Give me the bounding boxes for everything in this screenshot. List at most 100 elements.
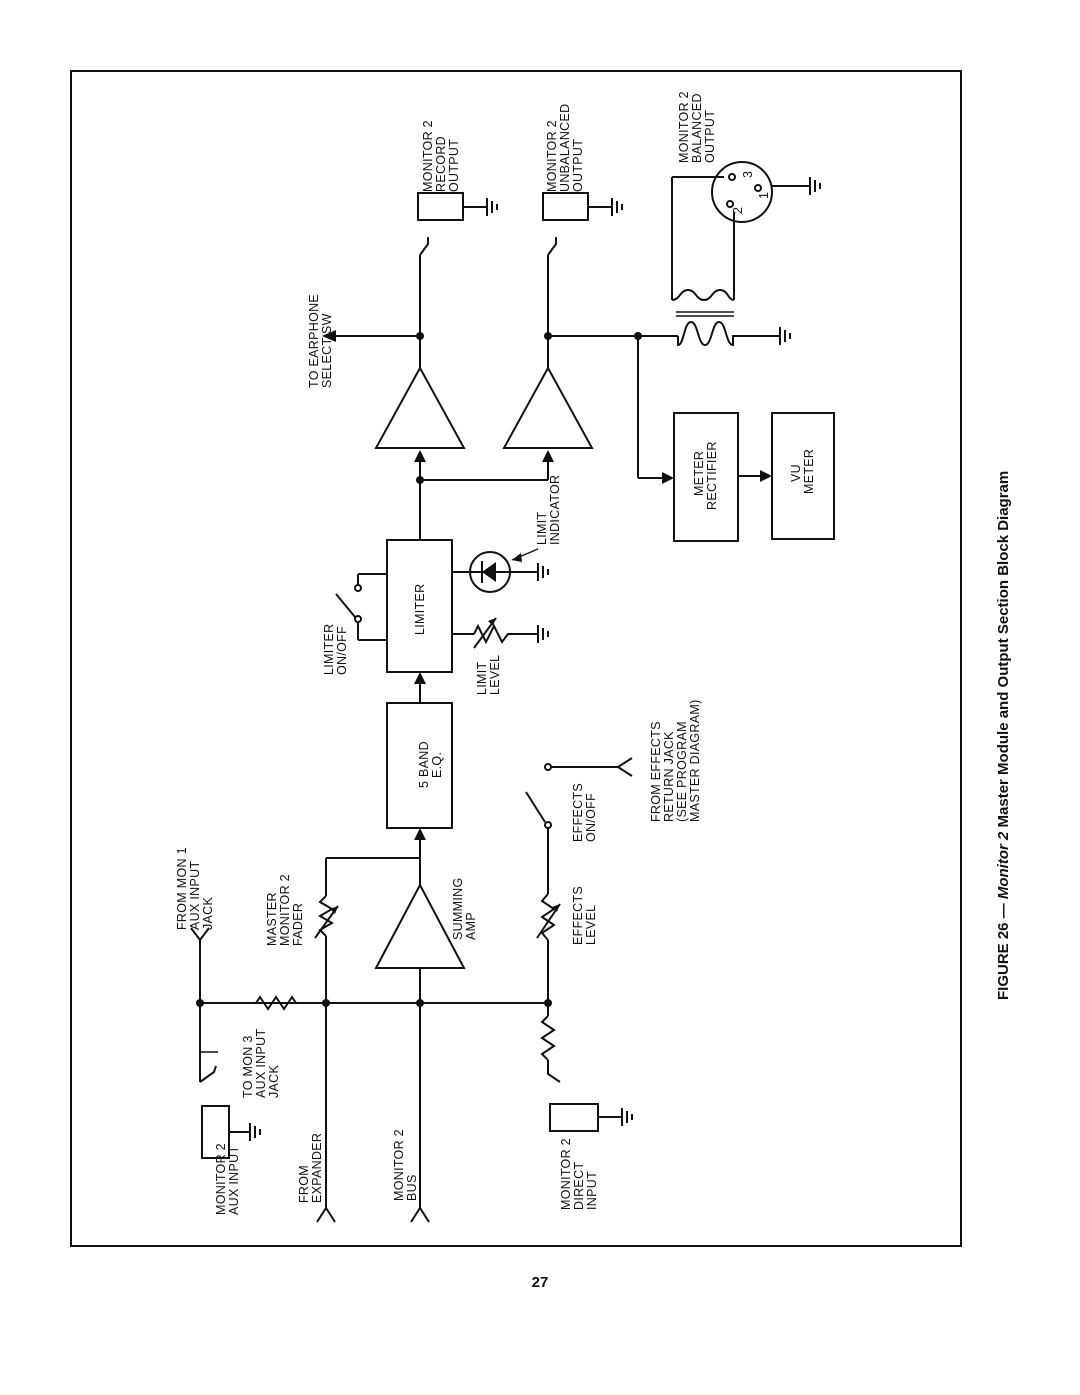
vu-meter-block	[771, 412, 835, 540]
svg-text:EFFECTS: EFFECTS	[571, 783, 585, 842]
xlr-pin-3: 3	[741, 171, 755, 178]
ground-icon	[474, 197, 498, 217]
svg-text:OUTPUT: OUTPUT	[447, 139, 461, 192]
svg-text:BUS: BUS	[405, 1174, 419, 1201]
direct-input-block	[549, 1103, 599, 1132]
ground-icon	[525, 562, 549, 582]
svg-text:ON/OFF: ON/OFF	[335, 626, 349, 675]
label-master-fader: MASTER MONITOR 2 FADER	[265, 874, 305, 946]
svg-text:INPUT: INPUT	[585, 1171, 599, 1210]
ground-icon	[599, 197, 623, 217]
ground-icon	[525, 624, 549, 644]
label-limiter-onoff: LIMITER ON/OFF	[322, 624, 349, 675]
ground-icon	[237, 1122, 261, 1142]
output-jack-symbol	[199, 1065, 217, 1083]
svg-text:1: 1	[757, 192, 771, 199]
svg-text:MONITOR 2: MONITOR 2	[278, 874, 292, 946]
limit-level-pot	[473, 623, 526, 645]
diagram-frame	[70, 70, 962, 1247]
effects-level-pot	[540, 893, 556, 941]
label-limit-level: LIMIT LEVEL	[475, 655, 502, 695]
transformer-primary	[677, 320, 768, 347]
svg-text:INDICATOR: INDICATOR	[548, 475, 562, 545]
svg-text:UNBALANCED: UNBALANCED	[558, 104, 572, 192]
svg-text:FADER: FADER	[291, 903, 305, 946]
label-effects-level: EFFECTS LEVEL	[571, 886, 598, 945]
svg-text:E.Q.: E.Q.	[430, 752, 444, 778]
svg-text:METER: METER	[692, 451, 706, 496]
svg-text:LIMITER: LIMITER	[322, 624, 336, 675]
svg-text:AUX INPUT: AUX INPUT	[254, 1029, 268, 1098]
ground-icon	[767, 326, 791, 346]
svg-text:EXPANDER: EXPANDER	[310, 1133, 324, 1203]
svg-text:MONITOR 2: MONITOR 2	[545, 120, 559, 192]
svg-text:OUTPUT: OUTPUT	[571, 139, 585, 192]
svg-text:LIMITER: LIMITER	[413, 584, 427, 635]
label-aux-input: MONITOR 2 AUX INPUT	[214, 1143, 241, 1215]
figure-caption: FIGURE 26 — Monitor 2 Master Module and …	[995, 470, 1012, 1000]
summing-amp	[374, 882, 466, 969]
svg-text:AUX INPUT: AUX INPUT	[188, 861, 202, 930]
svg-text:AUX INPUT: AUX INPUT	[227, 1146, 241, 1215]
input-jack-symbol	[190, 927, 210, 942]
svg-text:FROM MON 1: FROM MON 1	[175, 847, 189, 930]
svg-text:SELECT SW: SELECT SW	[320, 313, 334, 388]
svg-text:AMP: AMP	[464, 912, 478, 940]
label-record-output: MONITOR 2 RECORD OUTPUT	[421, 120, 461, 192]
bus-input-symbol	[410, 1206, 430, 1223]
svg-text:MONITOR 2: MONITOR 2	[559, 1138, 573, 1210]
svg-text:ON/OFF: ON/OFF	[584, 793, 598, 842]
svg-text:MONITOR 2: MONITOR 2	[214, 1143, 228, 1215]
limiter-switch	[335, 593, 356, 618]
transformer-secondary	[671, 288, 735, 302]
unbalanced-output-block	[542, 192, 589, 221]
label-unbalanced-output: MONITOR 2 UNBALANCED OUTPUT	[545, 104, 585, 192]
svg-text:RECORD: RECORD	[434, 136, 448, 192]
label-earphone: TO EARPHONE SELECT SW	[307, 294, 334, 388]
svg-text:OUTPUT: OUTPUT	[703, 110, 717, 163]
svg-text:RETURN JACK: RETURN JACK	[662, 731, 676, 822]
label-effects-return: FROM EFFECTS RETURN JACK (SEE PROGRAM MA…	[649, 699, 702, 822]
page-number: 27	[531, 1274, 549, 1291]
record-output-block	[417, 192, 464, 221]
effects-switch	[525, 791, 546, 823]
label-limit-indicator: LIMIT INDICATOR	[535, 475, 562, 545]
svg-text:SUMMING: SUMMING	[451, 877, 465, 940]
svg-text:3: 3	[741, 171, 755, 178]
ground-icon	[609, 1107, 633, 1127]
label-limiter: LIMITER	[413, 584, 427, 635]
expander-input-symbol	[316, 1206, 336, 1223]
svg-text:RECTIFIER: RECTIFIER	[705, 441, 719, 510]
bus-resistor	[200, 995, 326, 1011]
label-from-expander: FROM EXPANDER	[297, 1133, 324, 1203]
svg-text:MONITOR 2: MONITOR 2	[421, 120, 435, 192]
record-amp	[374, 365, 466, 449]
label-direct-input: MONITOR 2 DIRECT INPUT	[559, 1138, 599, 1210]
svg-text:FROM: FROM	[297, 1165, 311, 1203]
svg-text:MONITOR 2: MONITOR 2	[392, 1129, 406, 1201]
svg-text:JACK: JACK	[267, 1064, 281, 1098]
svg-text:LEVEL: LEVEL	[488, 655, 502, 695]
direct-input-resistor	[540, 1015, 556, 1061]
svg-text:EFFECTS: EFFECTS	[571, 886, 585, 945]
label-balanced-output: MONITOR 2 BALANCED OUTPUT	[677, 91, 717, 163]
label-effects-onoff: EFFECTS ON/OFF	[571, 783, 598, 842]
svg-text:LEVEL: LEVEL	[584, 905, 598, 945]
unbalanced-amp	[502, 365, 594, 449]
label-bus: MONITOR 2 BUS	[392, 1129, 419, 1201]
svg-text:DIRECT: DIRECT	[572, 1162, 586, 1210]
unbalanced-output-jack	[547, 237, 557, 256]
balanced-xlr-connector	[711, 161, 773, 223]
label-meter-rectifier: METER RECTIFIER	[692, 441, 719, 510]
svg-text:BALANCED: BALANCED	[690, 93, 704, 163]
xlr-pin-1: 1	[757, 192, 771, 199]
record-output-jack	[419, 237, 429, 256]
label-vu-meter: VU METER	[789, 449, 816, 494]
svg-text:5 BAND: 5 BAND	[417, 741, 431, 788]
direct-input-jack	[547, 1060, 561, 1083]
svg-text:MONITOR 2: MONITOR 2	[677, 91, 691, 163]
svg-text:MASTER DIAGRAM): MASTER DIAGRAM)	[688, 699, 702, 822]
xlr-pin-2: 2	[731, 207, 745, 214]
ground-icon	[797, 176, 821, 196]
svg-text:TO EARPHONE: TO EARPHONE	[307, 294, 321, 388]
